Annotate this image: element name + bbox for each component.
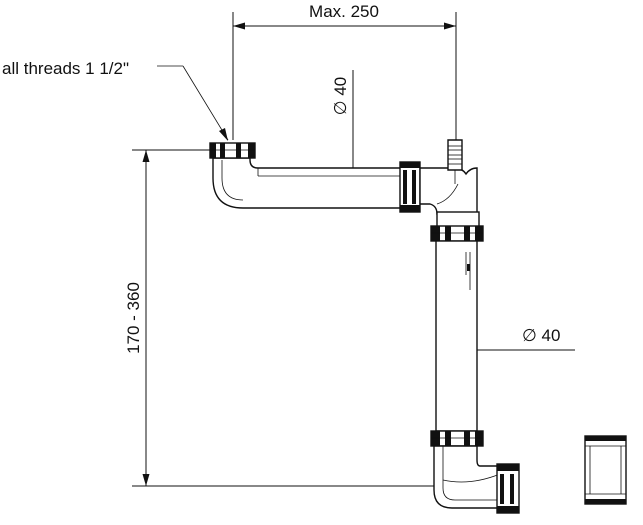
arm-connector-nut bbox=[399, 161, 437, 213]
height-dimension: 170 - 360 bbox=[124, 149, 440, 487]
lower-vertical-nut bbox=[430, 430, 484, 447]
height-dimension-label: 170 - 360 bbox=[124, 282, 143, 354]
lower-diameter-label: ∅ 40 bbox=[522, 326, 560, 345]
vertical-pipe bbox=[435, 240, 478, 432]
outlet-thread-nut bbox=[496, 463, 520, 514]
upper-diameter-label: ∅ 40 bbox=[331, 77, 350, 115]
threads-annotation: all threads 1 1/2" bbox=[2, 59, 229, 141]
inlet-elbow bbox=[212, 157, 403, 209]
inlet-thread-nut bbox=[209, 142, 256, 159]
pipe-coupling bbox=[584, 435, 627, 505]
upper-vertical-nut bbox=[430, 225, 484, 242]
width-dimension-label: Max. 250 bbox=[309, 2, 379, 21]
tee-body bbox=[419, 167, 480, 228]
width-dimension: Max. 250 bbox=[232, 2, 457, 180]
outlet-elbow bbox=[433, 445, 501, 509]
threads-label: all threads 1 1/2" bbox=[2, 59, 129, 78]
hose-nipple bbox=[447, 139, 463, 184]
